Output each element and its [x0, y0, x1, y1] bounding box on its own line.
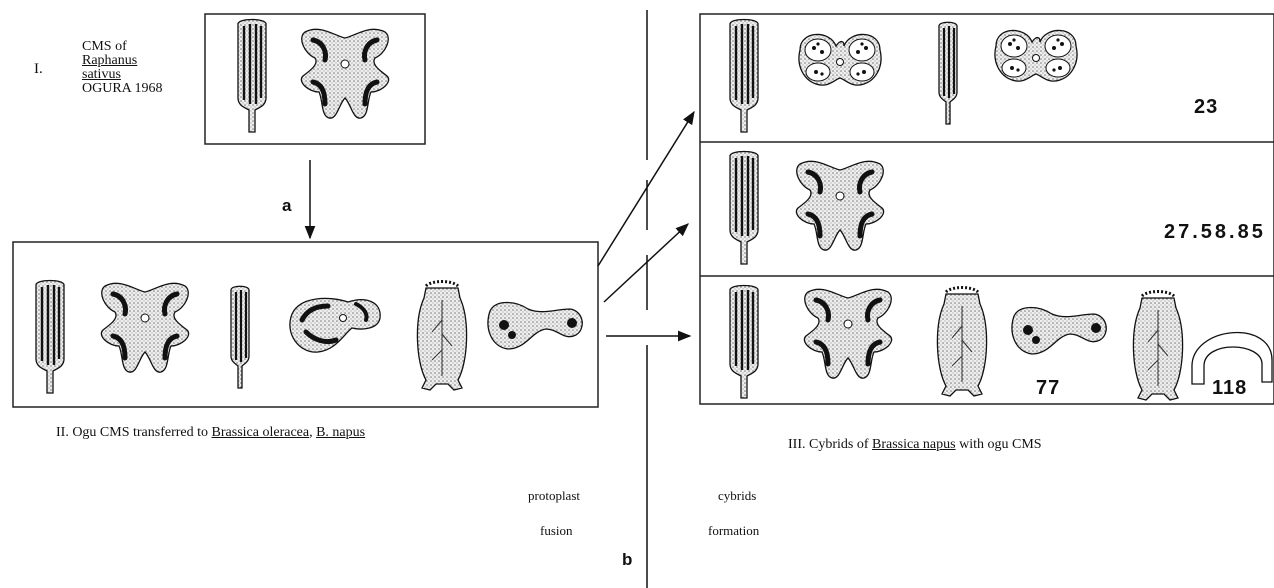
row-3-number-b: 118 — [1212, 377, 1247, 400]
row-3-pistil-1 — [937, 288, 986, 397]
process-left-top: protoplast — [528, 488, 580, 504]
process-left-bottom: fusion — [540, 523, 573, 539]
row-1-number: 23 — [1194, 96, 1218, 119]
panel-3-caption-prefix: III. Cybrids of — [788, 437, 872, 452]
row-1-fertile-section-1 — [799, 34, 881, 85]
panel-3-caption-species: Brassica napus — [872, 437, 956, 452]
panel-2-pistil — [417, 282, 466, 391]
panel-1-roman: I. — [34, 61, 43, 78]
panel-2-caption: II. Ogu CMS transferred to Brassica oler… — [56, 425, 365, 441]
row-2-numbers: 27.58.85 — [1164, 221, 1266, 244]
row-3-number-a: 77 — [1036, 377, 1060, 400]
arrow-to-row-1 — [598, 112, 694, 266]
row-1-fertile-section-2 — [995, 30, 1077, 81]
panel-2-caption-species-1: Brassica oleracea — [212, 425, 310, 440]
panel-2-caption-species-2: B. napus — [316, 425, 365, 440]
arrow-b-label: b — [622, 550, 632, 570]
process-right-top: cybrids — [718, 488, 756, 504]
arrow-a-label: a — [282, 196, 291, 216]
panel-1-line-4: OGURA 1968 — [82, 82, 163, 96]
panel-1-label: CMS of Raphanus sativus OGURA 1968 — [82, 40, 163, 96]
row-3-pistil-2 — [1133, 292, 1182, 401]
panel-2-caption-prefix: II. Ogu CMS transferred to — [56, 425, 212, 440]
process-right-bottom: formation — [708, 523, 759, 539]
panel-3-caption: III. Cybrids of Brassica napus with ogu … — [788, 437, 1042, 453]
panel-1-line-2: Raphanus — [82, 54, 163, 68]
panel-1-line-1: CMS of — [82, 40, 163, 54]
panel-1-line-3: sativus — [82, 68, 163, 82]
panel-3-caption-suffix: with ogu CMS — [956, 437, 1042, 452]
